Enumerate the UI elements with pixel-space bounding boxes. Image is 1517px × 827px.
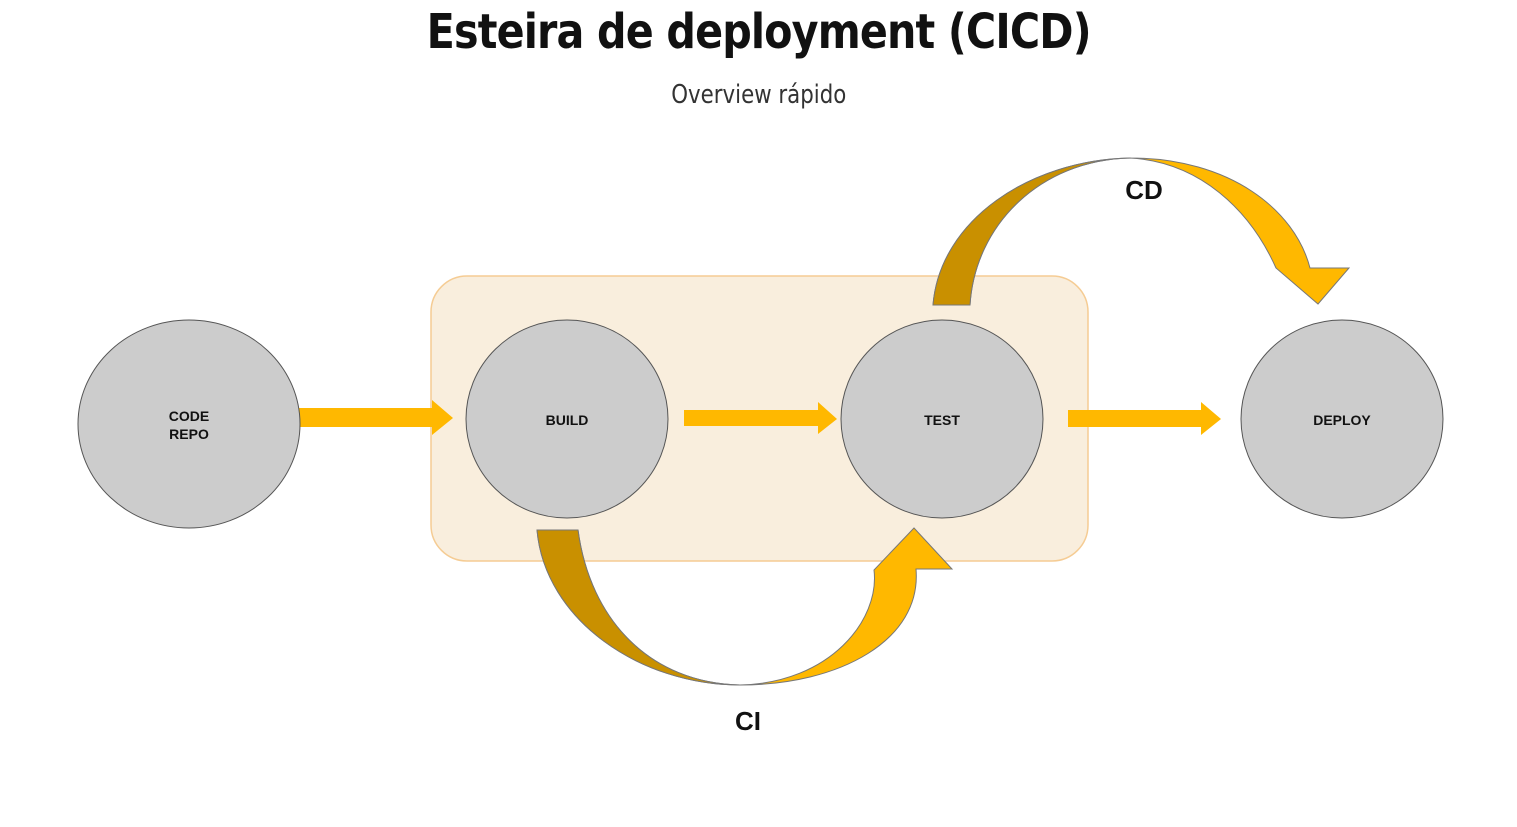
arrow-repo-to-build	[299, 400, 453, 435]
node-deploy-label: DEPLOY	[1313, 412, 1371, 428]
ci-label: CI	[735, 706, 761, 736]
page-title: Esteira de deployment (CICD)	[426, 4, 1092, 60]
node-deploy: DEPLOY	[1240, 319, 1444, 519]
node-code-repo-label-1: CODE	[169, 408, 209, 424]
page-subtitle: Overview rápido	[671, 80, 847, 110]
ci-curve-shade	[536, 529, 741, 686]
node-test: TEST	[840, 319, 1044, 519]
node-code-repo: CODE REPO	[77, 319, 301, 529]
node-test-label: TEST	[924, 412, 960, 428]
cd-curve-shade	[932, 157, 1131, 306]
cd-label: CD	[1125, 175, 1163, 205]
node-code-repo-label-2: REPO	[169, 426, 209, 442]
node-build-label: BUILD	[546, 412, 589, 428]
arrow-build-to-test	[684, 402, 837, 434]
node-build: BUILD	[465, 319, 669, 519]
arrow-test-to-deploy	[1068, 402, 1221, 435]
